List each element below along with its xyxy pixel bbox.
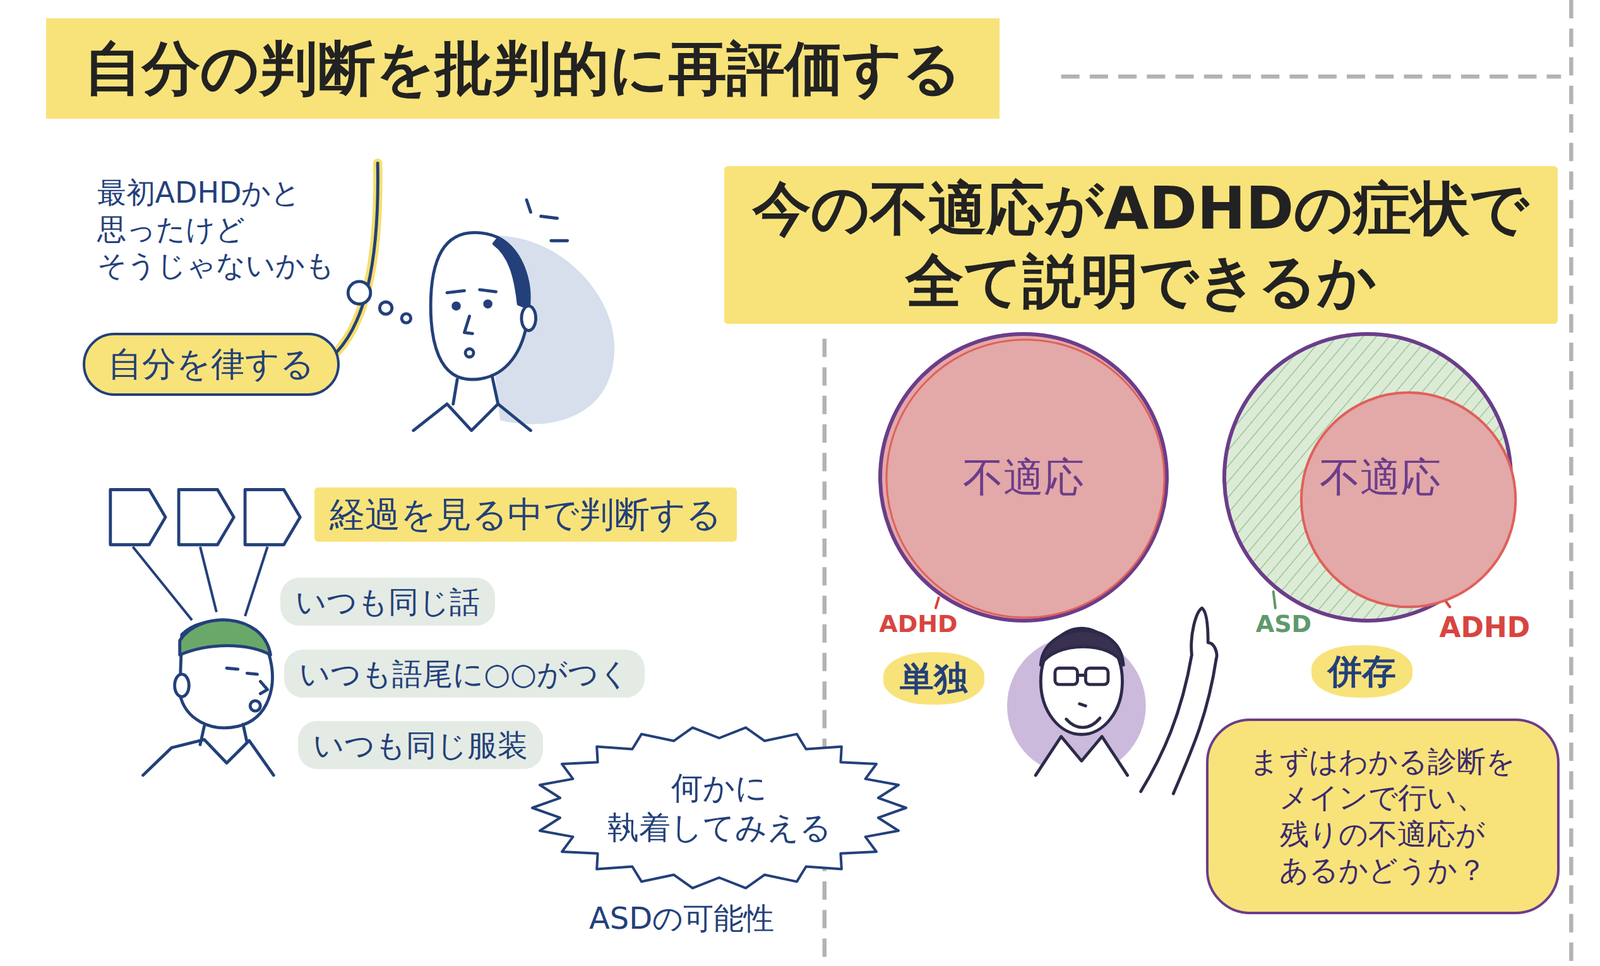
thinking-man xyxy=(484,301,492,308)
thought-line xyxy=(379,301,392,314)
node-text: 自分を律する xyxy=(107,342,315,386)
venn-circle: 不適応 xyxy=(877,331,1170,624)
option-pentagon xyxy=(178,489,234,545)
venn-tick xyxy=(1273,591,1276,609)
thinking-man xyxy=(413,375,532,431)
node-text: 不適応 xyxy=(962,452,1085,503)
thinking-man xyxy=(521,306,537,331)
thinking-man xyxy=(464,316,473,334)
observing-man xyxy=(174,674,190,698)
thinking-man xyxy=(413,200,615,431)
doctor xyxy=(1007,608,1217,794)
thinking-man xyxy=(453,303,460,310)
observation-band: いつも語尾に○○がつく xyxy=(284,649,645,698)
dashed-divider xyxy=(1569,0,1573,966)
node-text: 経過を見る中で判断する xyxy=(329,492,722,537)
node-text: いつも同じ服装 xyxy=(313,726,528,765)
doctor xyxy=(1191,608,1217,660)
observing-man xyxy=(143,620,275,776)
tag-blob: 単独 xyxy=(883,652,985,706)
handwritten-note: 最初ADHDかと 思ったけど そうじゃないかも xyxy=(97,174,376,285)
thinking-man xyxy=(447,289,497,293)
thought-line xyxy=(401,313,412,324)
annotation: ASDの可能性 xyxy=(589,899,775,938)
thought-line xyxy=(337,163,379,353)
node-text: 単独 xyxy=(899,657,968,701)
node-text: まずはわかる診断を メインで行い、 残りの不適応が あるかどうか？ xyxy=(1236,743,1530,890)
doctor xyxy=(1040,630,1124,666)
thinking-man xyxy=(465,349,474,358)
doctor xyxy=(1035,736,1128,775)
doctor xyxy=(1055,668,1078,685)
doctor xyxy=(1140,654,1217,794)
node-text: 何かに 執着してみえる xyxy=(592,768,846,848)
set-label: ADHD xyxy=(878,609,958,640)
dashed-divider xyxy=(824,0,1572,966)
option-pentagon xyxy=(110,489,166,545)
heading-band: 今の不適応がADHDの症状で 全て説明できるか xyxy=(724,166,1558,324)
node-text: いつも語尾に○○がつく xyxy=(299,654,630,693)
title-band: 自分の判断を批判的に再評価する xyxy=(46,18,1000,119)
observation-band: いつも同じ話 xyxy=(280,577,496,626)
burst-outline xyxy=(532,728,907,889)
node-text: 併存 xyxy=(1327,650,1397,694)
adhd-circle xyxy=(886,339,1165,618)
outer-circle xyxy=(880,334,1167,621)
pill-label: 自分を律する xyxy=(82,332,340,396)
thinking-man xyxy=(526,200,568,242)
thinking-man xyxy=(430,232,529,380)
speech-bubble: まずはわかる診断を メインで行い、 残りの不適応が あるかどうか？ xyxy=(1205,718,1560,915)
venn-tick xyxy=(935,597,939,609)
node-text: 不適応 xyxy=(1319,452,1441,503)
option-pentagon xyxy=(110,489,301,621)
thinking-man xyxy=(493,238,530,309)
node-text: 今の不適応がADHDの症状で 全て説明できるか xyxy=(743,172,1539,318)
option-pentagon xyxy=(132,546,268,621)
option-pentagon xyxy=(244,489,300,545)
doctor xyxy=(1066,675,1100,729)
venn-circle: 不適応 xyxy=(1221,331,1514,624)
burst-callout-outline xyxy=(529,724,909,892)
thought-line xyxy=(337,163,412,353)
set-label: ASD xyxy=(1255,609,1312,640)
dashed-divider xyxy=(822,338,827,966)
tag-blob: 併存 xyxy=(1311,645,1413,699)
observing-man xyxy=(143,724,275,776)
doctor xyxy=(1085,668,1109,685)
set-label: ADHD xyxy=(1438,609,1530,645)
thought-line xyxy=(337,163,379,353)
burst-callout: 何かに 執着してみえる xyxy=(529,724,909,892)
highlight-band: 経過を見る中で判断する xyxy=(314,487,737,542)
node-text: いつも同じ話 xyxy=(295,582,480,621)
dashed-divider xyxy=(1061,74,1562,79)
thought-line xyxy=(347,281,371,305)
adhd-circle xyxy=(1300,392,1515,607)
observing-man xyxy=(226,668,268,694)
observing-man xyxy=(179,620,271,655)
observing-man xyxy=(250,700,261,711)
observation-band: いつも同じ服装 xyxy=(298,721,544,770)
